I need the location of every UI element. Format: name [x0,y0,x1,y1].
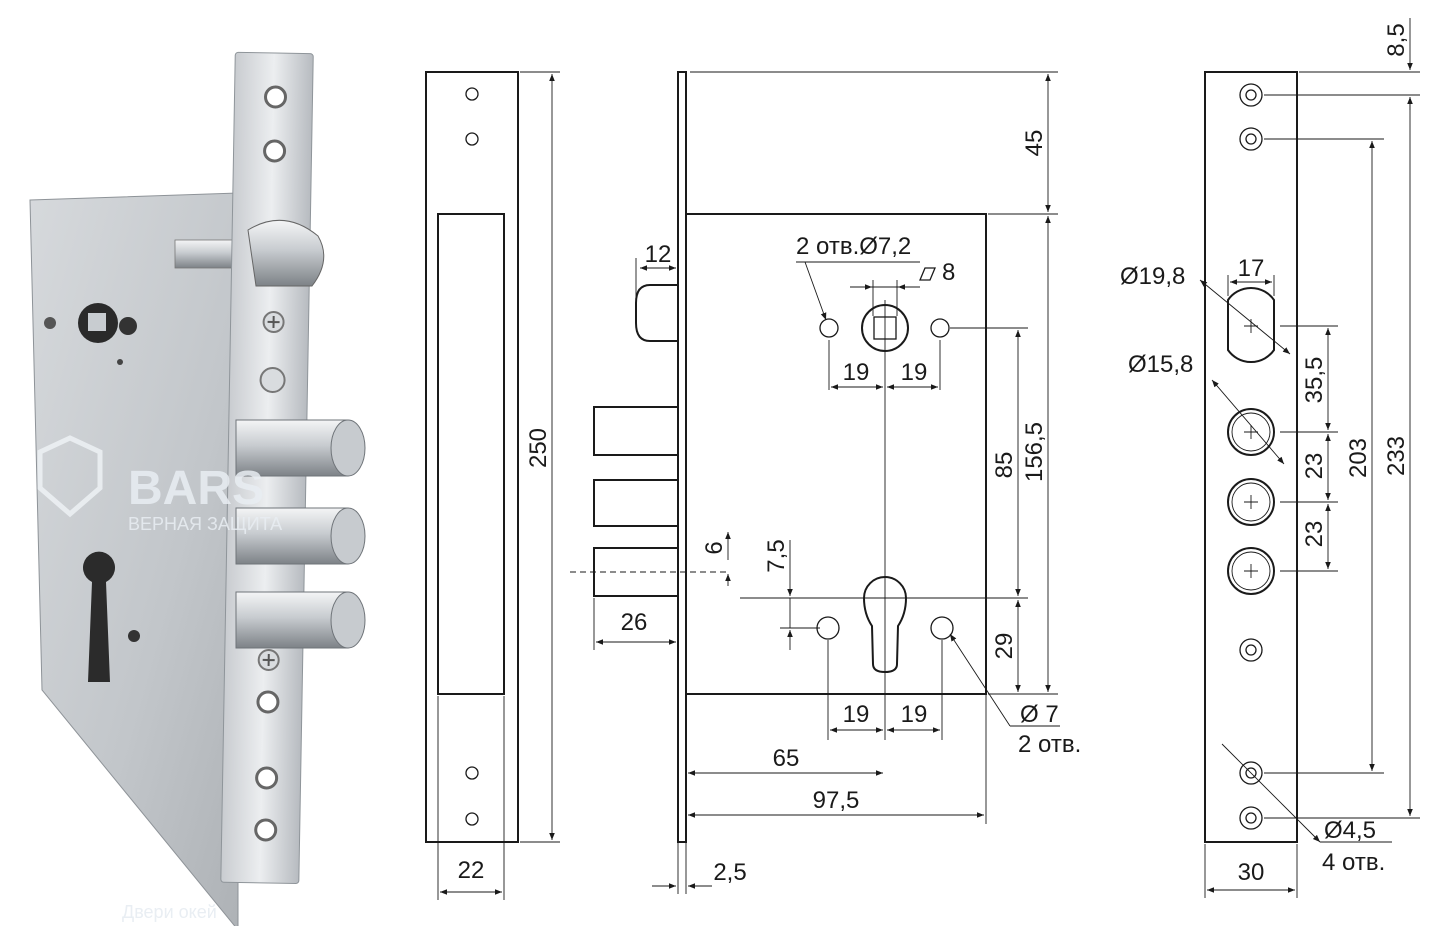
fixing-hole-icon [128,630,140,642]
side-faceplate [677,71,687,843]
deadbolt-middle [235,507,366,565]
screw-slot-icon [262,653,275,667]
bolt-strike-hole [1227,547,1275,595]
dim-12: 12 [645,241,672,268]
mount-hole-icon [816,616,840,640]
dim-45: 45 [1021,130,1048,157]
cylinder-cutout [83,551,115,682]
deadbolt-top [235,419,366,477]
dim-dia-4-5: Ø4,5 [1324,817,1376,844]
dim-dia-7: Ø 7 [1020,701,1059,728]
plate-hole-icon [263,139,287,163]
dim-29: 29 [991,633,1018,660]
dim-19-top-right: 19 [901,359,928,386]
dim-7-5: 7,5 [763,539,790,572]
dim-17: 17 [1238,255,1265,282]
mount-hole-icon [930,318,950,338]
brand-watermark: BARS ВЕРНАЯ ЗАЩИТА [37,435,282,534]
plate-hole-icon [256,690,280,714]
dim-85: 85 [991,452,1018,479]
countersunk-hole-icon [1239,806,1263,830]
bolt-window [437,213,505,695]
countersunk-hole-icon [1239,638,1263,662]
deadbolt-bottom [235,591,366,649]
watermark-credit: Двери окей [122,902,217,922]
lock-illustration: BARS ВЕРНАЯ ЗАЩИТА Двери окей [29,51,366,926]
dim-250: 250 [525,428,552,468]
dim-97-5: 97,5 [813,787,860,814]
lock-case [29,192,239,926]
countersunk-hole-icon [1239,761,1263,785]
plate-hole-icon [264,85,288,109]
dim-233: 233 [1383,436,1410,476]
plate-hole-icon [465,766,479,780]
spindle-square-icon [88,313,106,331]
dim-203: 203 [1345,438,1372,478]
dim-6: 6 [701,541,728,554]
dim-35-5: 35,5 [1301,357,1328,404]
dim-square-8: 8 [942,259,955,286]
mount-hole-icon [819,318,839,338]
dim-8-5: 8,5 [1383,23,1410,56]
rivet-icon [117,359,123,365]
side-case [685,213,987,695]
dim-dia-7-count: 2 отв. [1018,731,1081,758]
plate-hole-icon [465,812,479,826]
dim-23-b: 23 [1301,521,1328,548]
plate-hole-icon [255,766,279,790]
watermark-tagline: ВЕРНАЯ ЗАЩИТА [128,514,282,534]
mount-hole-icon [930,616,954,640]
dim-dia-4-5-count: 4 отв. [1322,849,1385,876]
dim-23-a: 23 [1301,453,1328,480]
dim-2-5: 2,5 [713,859,746,886]
strike-outline [1204,71,1298,843]
dim-156-5: 156,5 [1021,422,1048,482]
bolt-strike-hole [1227,478,1275,526]
watermark-brand: BARS [128,462,264,515]
dim-dia-19-8: Ø19,8 [1120,263,1185,290]
side-bolt-1 [593,406,679,456]
plate-hole-icon [465,132,479,146]
dim-dia-15-8: Ø15,8 [1128,351,1193,378]
dim-19-bottom-left: 19 [843,701,870,728]
side-latch [635,284,678,342]
screw-icon [259,367,286,394]
fixing-hole-icon [119,317,137,335]
brand-shield-icon [37,435,103,518]
countersunk-hole-icon [1239,127,1263,151]
dim-30: 30 [1238,859,1265,886]
side-view: 12 2 отв.Ø7,2 8 19 19 45 156,5 85 [570,71,1081,894]
screw-slot-icon [267,316,280,329]
dim-65: 65 [773,745,800,772]
dim-22: 22 [458,857,485,884]
side-bolt-2 [593,479,679,527]
faceplate-view: 250 22 [425,71,560,900]
latch-bolt [247,219,325,287]
dim-19-bottom-right: 19 [901,701,928,728]
square-symbol-icon [919,267,936,281]
plate-hole-icon [465,87,479,101]
dim-19-top-left: 19 [843,359,870,386]
dim-26: 26 [621,609,648,636]
strike-view: 17 Ø19,8 Ø15,8 35,5 23 23 203 233 8, [1120,18,1420,898]
rivet-icon [44,317,56,329]
dim-holes-7-2: 2 отв.Ø7,2 [796,233,911,260]
plate-hole-icon [254,818,278,842]
countersunk-hole-icon [1239,83,1263,107]
faceplate-outline [425,71,519,843]
side-cylinder-cutout [862,576,908,674]
